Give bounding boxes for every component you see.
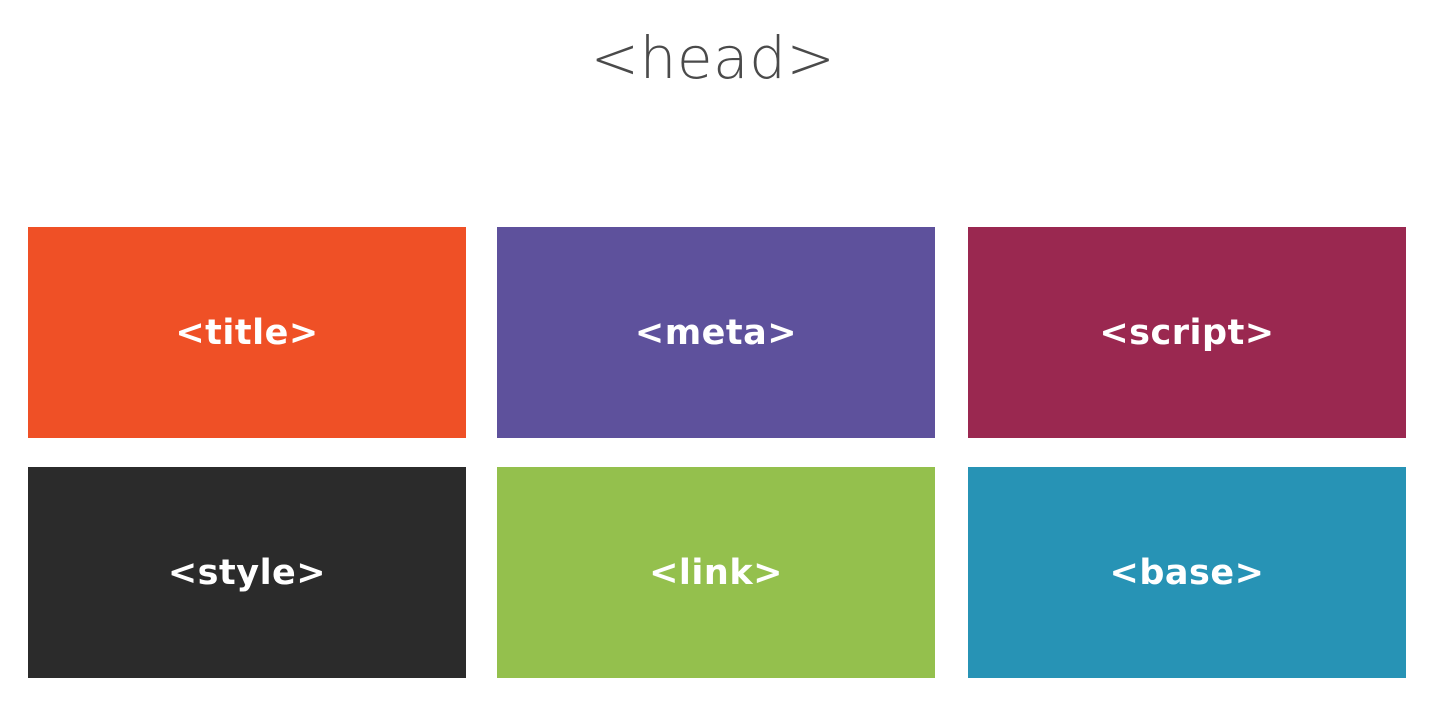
tile-label: <title> [175, 312, 319, 353]
tile-title: <title> [28, 227, 466, 438]
tile-label: <style> [167, 552, 327, 593]
tile-style: <style> [28, 467, 466, 678]
tile-label: <link> [649, 552, 783, 593]
tile-script: <script> [968, 227, 1406, 438]
tile-label: <meta> [634, 312, 798, 353]
slide-title: <head> [590, 24, 836, 92]
tile-meta: <meta> [497, 227, 935, 438]
tile-label: <script> [1099, 312, 1275, 353]
tile-base: <base> [968, 467, 1406, 678]
tile-label: <base> [1109, 552, 1265, 593]
tile-link: <link> [497, 467, 935, 678]
